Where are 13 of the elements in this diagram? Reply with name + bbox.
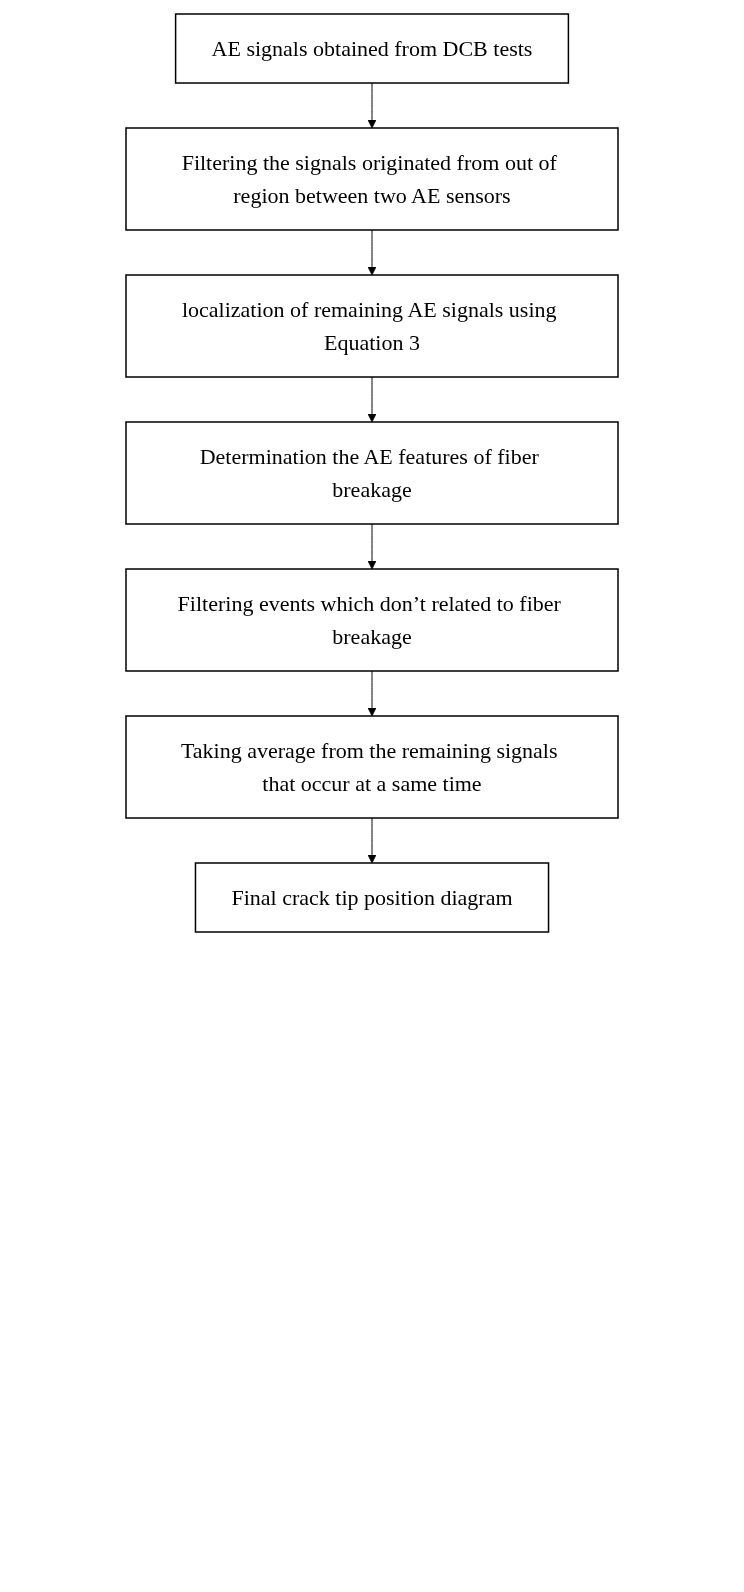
node-box: Filtering the signals originated from out of region between two AE sensors [125,127,619,231]
arrow [367,670,377,717]
arrow [367,817,377,864]
node-box: Filtering events which don’t related to fiber breakage [125,568,619,672]
node-box: Determination the AE features of fiber breakage [125,421,619,525]
node-box: localization of remaining AE signals using Equation 3 [125,274,619,378]
arrow [367,376,377,423]
arrow [367,82,377,129]
arrow [367,523,377,570]
arrow [367,229,377,276]
node-box: Taking average from the remaining signals that occur at a same time [125,715,619,819]
node-box: AE signals obtained from DCB tests [174,13,570,84]
node-box: Final crack tip position diagram [194,862,550,933]
